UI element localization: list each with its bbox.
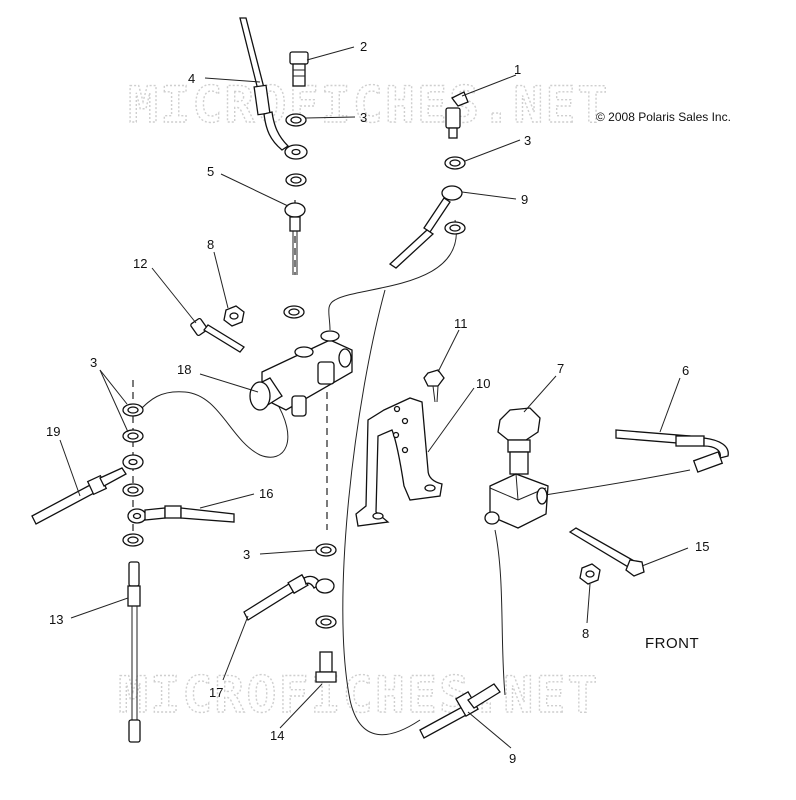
leader-8b xyxy=(586,583,591,624)
part-14-banjo-bolt xyxy=(315,651,337,683)
brake-line-b xyxy=(342,289,421,736)
part-11-bolt xyxy=(423,369,445,403)
leader-12 xyxy=(151,267,197,324)
part-2-banjo-bolt xyxy=(289,51,309,87)
brake-line-e xyxy=(494,529,506,696)
callout-7: 7 xyxy=(557,361,564,376)
part-19-line xyxy=(31,454,144,525)
callout-3d: 3 xyxy=(243,547,250,562)
leader-3c2 xyxy=(99,369,129,433)
part-13-tube xyxy=(127,561,141,743)
leader-3b xyxy=(464,139,521,162)
callout-1: 1 xyxy=(514,62,521,77)
leader-10 xyxy=(427,387,475,453)
callout-17: 17 xyxy=(209,685,223,700)
callout-3a: 3 xyxy=(360,110,367,125)
leader-8a xyxy=(213,251,229,309)
part-8-nut-bottom xyxy=(579,563,601,585)
callout-3c: 3 xyxy=(90,355,97,370)
part-8-nut-top xyxy=(223,305,245,327)
callout-12: 12 xyxy=(133,256,147,271)
callout-2: 2 xyxy=(360,39,367,54)
leader-3a xyxy=(305,116,356,119)
leader-3c1 xyxy=(99,369,128,405)
front-label: FRONT xyxy=(645,635,699,652)
leader-6 xyxy=(659,377,681,433)
leader-16 xyxy=(199,493,255,509)
part-6-line xyxy=(615,429,729,473)
part-12-bolt xyxy=(190,317,245,353)
callout-19: 19 xyxy=(46,424,60,439)
leader-9b xyxy=(467,711,512,749)
callout-3b: 3 xyxy=(524,133,531,148)
copyright-text: © 2008 Polaris Sales Inc. xyxy=(596,110,731,124)
callout-15: 15 xyxy=(695,539,709,554)
brake-line-d xyxy=(544,469,691,496)
callout-9a: 9 xyxy=(521,192,528,207)
callout-13: 13 xyxy=(49,612,63,627)
leader-19 xyxy=(59,439,81,497)
part-16-line xyxy=(127,505,235,524)
leader-1 xyxy=(461,74,517,97)
brake-line-a xyxy=(328,219,457,331)
part-10-bracket xyxy=(355,397,443,527)
leader-14 xyxy=(279,683,323,729)
leader-9a xyxy=(461,191,517,200)
part-17-line xyxy=(243,573,335,621)
callout-16: 16 xyxy=(259,486,273,501)
part-7-adjustable-valve xyxy=(484,407,549,529)
leader-7 xyxy=(523,375,557,413)
brake-line-c xyxy=(139,391,289,458)
callout-9b: 9 xyxy=(509,751,516,766)
callout-14: 14 xyxy=(270,728,284,743)
callout-18: 18 xyxy=(177,362,191,377)
leader-17 xyxy=(222,615,249,681)
callout-10: 10 xyxy=(476,376,490,391)
leader-4 xyxy=(204,77,261,83)
leader-15 xyxy=(641,547,689,567)
watermark-bottom: MICROFICHES.NET xyxy=(118,666,600,724)
leader-2 xyxy=(306,46,355,61)
callout-6: 6 xyxy=(682,363,689,378)
callout-8a: 8 xyxy=(207,237,214,252)
part-9-top-line xyxy=(388,185,463,269)
watermark-top: MICROFICHES.NET xyxy=(128,76,610,134)
part-5-banjo-line xyxy=(284,202,306,275)
leader-11 xyxy=(437,329,460,373)
part-18-valve-block xyxy=(249,330,353,417)
part-4-brake-line xyxy=(239,17,308,160)
leader-18 xyxy=(199,373,259,393)
callout-4: 4 xyxy=(188,71,195,86)
part-9-bottom-line xyxy=(419,683,501,739)
part-15-bolt xyxy=(568,527,645,577)
leader-3d xyxy=(259,549,317,555)
leader-5 xyxy=(220,173,289,207)
callout-11: 11 xyxy=(454,316,468,331)
callout-8b: 8 xyxy=(582,626,589,641)
leader-13 xyxy=(70,597,129,619)
callout-5: 5 xyxy=(207,164,214,179)
